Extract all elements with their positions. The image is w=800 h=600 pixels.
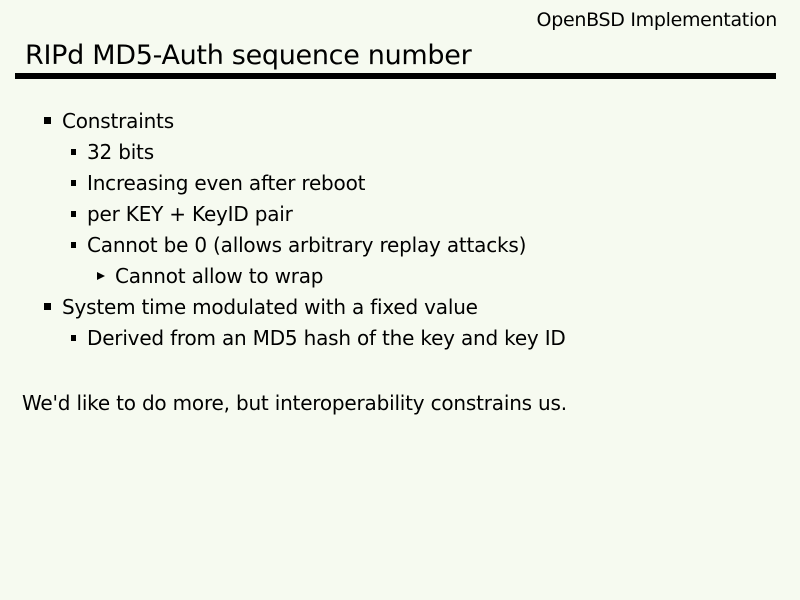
triangle-bullet-icon (97, 271, 105, 280)
corner-label: OpenBSD Implementation (536, 9, 778, 31)
bullet-item: Derived from an MD5 hash of the key and … (0, 322, 800, 353)
bullet-item: 32 bits (0, 136, 800, 167)
title-rule (15, 73, 776, 79)
bullet-text: Cannot be 0 (allows arbitrary replay att… (87, 232, 527, 257)
bullet-text: Constraints (62, 108, 174, 133)
bullet-item: Cannot be 0 (allows arbitrary replay att… (0, 229, 800, 260)
bullet-item: per KEY + KeyID pair (0, 198, 800, 229)
bullet-text: Increasing even after reboot (87, 170, 366, 195)
bullet-text: System time modulated with a fixed value (62, 294, 478, 319)
page-title: RIPd MD5-Auth sequence number (25, 40, 472, 71)
square-bullet-icon (71, 334, 76, 341)
bullet-text: per KEY + KeyID pair (87, 201, 293, 226)
square-bullet-icon (44, 117, 51, 124)
bullet-text: 32 bits (87, 139, 154, 164)
bullet-item: Cannot allow to wrap (0, 260, 800, 291)
square-bullet-icon (71, 148, 76, 155)
bullet-text: Cannot allow to wrap (115, 263, 324, 288)
square-bullet-icon (44, 303, 51, 310)
square-bullet-icon (71, 241, 76, 248)
bullet-item: Increasing even after reboot (0, 167, 800, 198)
bullet-item: Constraints (0, 105, 800, 136)
bullet-item: System time modulated with a fixed value (0, 291, 800, 322)
square-bullet-icon (71, 179, 76, 186)
footer-note: We'd like to do more, but interoperabili… (22, 391, 567, 415)
square-bullet-icon (71, 210, 76, 217)
bullet-text: Derived from an MD5 hash of the key and … (87, 325, 566, 350)
